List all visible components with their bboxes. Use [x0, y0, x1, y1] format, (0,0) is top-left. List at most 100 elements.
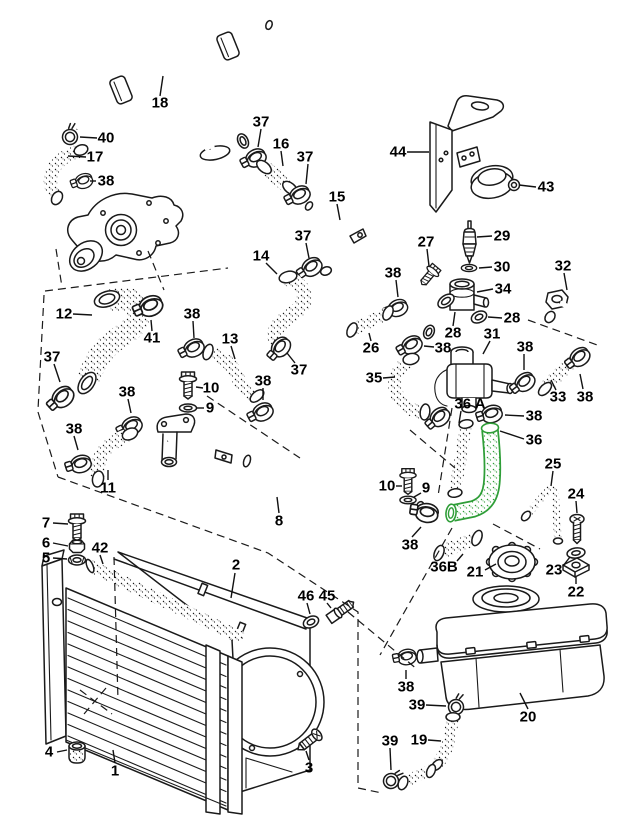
- leader-line: [127, 398, 132, 414]
- part-label-6[interactable]: 6: [42, 535, 50, 552]
- part-12-hose: [77, 287, 151, 395]
- leader-line: [389, 747, 392, 771]
- part-label-38[interactable]: 38: [184, 306, 201, 323]
- leader-line: [484, 563, 497, 571]
- part-label-7[interactable]: 7: [42, 515, 50, 532]
- leader-line: [112, 749, 116, 764]
- part-label-34[interactable]: 34: [495, 281, 512, 298]
- part-label-38[interactable]: 38: [98, 173, 115, 190]
- part-label-38[interactable]: 38: [385, 265, 402, 282]
- part-label-21[interactable]: 21: [467, 564, 484, 581]
- part-label-16[interactable]: 16: [273, 136, 290, 153]
- leader-line: [336, 203, 341, 221]
- part-label-35[interactable]: 35: [366, 370, 383, 387]
- leader-line: [413, 492, 422, 498]
- leader-line: [423, 345, 435, 348]
- part-label-38[interactable]: 38: [402, 537, 419, 554]
- part-label-33[interactable]: 33: [550, 389, 567, 406]
- part-label-13[interactable]: 13: [222, 331, 239, 348]
- part-label-10[interactable]: 10: [203, 380, 220, 397]
- part-label-15[interactable]: 15: [329, 189, 346, 206]
- part-label-44[interactable]: 44: [390, 144, 407, 161]
- part-29-bleeder-valve: [462, 220, 477, 264]
- part-label-38[interactable]: 38: [255, 373, 272, 390]
- part-28-seal: [470, 310, 488, 324]
- leader-line: [305, 163, 309, 185]
- part-label-32[interactable]: 32: [555, 258, 572, 275]
- part-label-27[interactable]: 27: [418, 234, 435, 251]
- part-label-20[interactable]: 20: [520, 709, 537, 726]
- part-label-24[interactable]: 24: [568, 486, 585, 503]
- part-label-23[interactable]: 23: [546, 562, 563, 579]
- part-label-28[interactable]: 28: [504, 310, 521, 327]
- part-label-12[interactable]: 12: [56, 306, 73, 323]
- part-label-4[interactable]: 4: [45, 744, 54, 761]
- part-label-36[interactable]: 36: [526, 432, 543, 449]
- part-label-19[interactable]: 19: [411, 732, 428, 749]
- outlet-elbow-drawing: [199, 120, 250, 161]
- part-label-9[interactable]: 9: [422, 480, 430, 497]
- leader-line: [550, 470, 554, 487]
- part-label-37[interactable]: 37: [44, 349, 61, 366]
- part-label-3[interactable]: 3: [305, 760, 313, 777]
- part-36B-hose: [433, 529, 483, 562]
- part-label-1[interactable]: 1: [111, 763, 119, 780]
- leader-line: [276, 496, 280, 514]
- part-11-hose: [90, 427, 139, 488]
- part-label-36A[interactable]: 36 A: [454, 396, 485, 413]
- part-4-drain-plug: [68, 741, 86, 764]
- part-18-vent-pipe: [75, 19, 273, 130]
- leader-line: [52, 522, 69, 525]
- part-label-37[interactable]: 37: [253, 114, 270, 131]
- part-label-37[interactable]: 37: [297, 149, 314, 166]
- part-label-38[interactable]: 38: [398, 679, 415, 696]
- fan-shroud-drawing: [113, 551, 325, 793]
- part-label-14[interactable]: 14: [253, 248, 270, 265]
- part-label-38[interactable]: 38: [66, 421, 83, 438]
- part-label-2[interactable]: 2: [232, 557, 240, 574]
- part-31-auxiliary-pump: [434, 346, 514, 414]
- part-label-17[interactable]: 17: [87, 149, 104, 166]
- part-label-37[interactable]: 37: [291, 362, 308, 379]
- leader-line: [476, 288, 494, 293]
- part-label-5[interactable]: 5: [42, 550, 50, 567]
- leader-line: [99, 554, 104, 565]
- leader-line: [368, 332, 372, 342]
- part-label-36B[interactable]: 36B: [430, 559, 458, 576]
- part-label-31[interactable]: 31: [484, 326, 501, 343]
- leader-line: [195, 386, 204, 389]
- part-label-39[interactable]: 39: [382, 733, 399, 750]
- part-label-10[interactable]: 10: [379, 478, 396, 495]
- part-label-8[interactable]: 8: [275, 513, 283, 530]
- part-label-45[interactable]: 45: [319, 588, 336, 605]
- part-label-29[interactable]: 29: [494, 228, 511, 245]
- leader-line: [458, 410, 462, 424]
- part-label-18[interactable]: 18: [152, 95, 169, 112]
- leader-line: [150, 319, 153, 332]
- part-label-42[interactable]: 42: [92, 540, 109, 557]
- part-label-40[interactable]: 40: [98, 130, 115, 147]
- part-label-38[interactable]: 38: [577, 389, 594, 406]
- part-label-43[interactable]: 43: [538, 179, 555, 196]
- part-label-9[interactable]: 9: [206, 400, 214, 417]
- part-label-38[interactable]: 38: [435, 340, 452, 357]
- leader-line: [575, 500, 578, 514]
- part-label-25[interactable]: 25: [545, 456, 562, 473]
- part-label-11[interactable]: 11: [100, 480, 116, 497]
- part-label-46[interactable]: 46: [298, 588, 315, 605]
- part-label-41[interactable]: 41: [144, 330, 161, 347]
- part-label-30[interactable]: 30: [494, 259, 511, 276]
- leader-line: [550, 379, 557, 391]
- leader-line: [159, 75, 164, 97]
- part-label-37[interactable]: 37: [295, 228, 312, 245]
- water-pump-drawing: [67, 192, 184, 272]
- part-19-hose: [397, 712, 461, 791]
- part-label-28[interactable]: 28: [445, 325, 462, 342]
- part-label-39[interactable]: 39: [409, 697, 426, 714]
- part-label-38[interactable]: 38: [119, 384, 136, 401]
- part-label-26[interactable]: 26: [363, 340, 380, 357]
- part-label-38[interactable]: 38: [517, 339, 534, 356]
- part-label-38[interactable]: 38: [526, 408, 543, 425]
- part-label-22[interactable]: 22: [568, 584, 585, 601]
